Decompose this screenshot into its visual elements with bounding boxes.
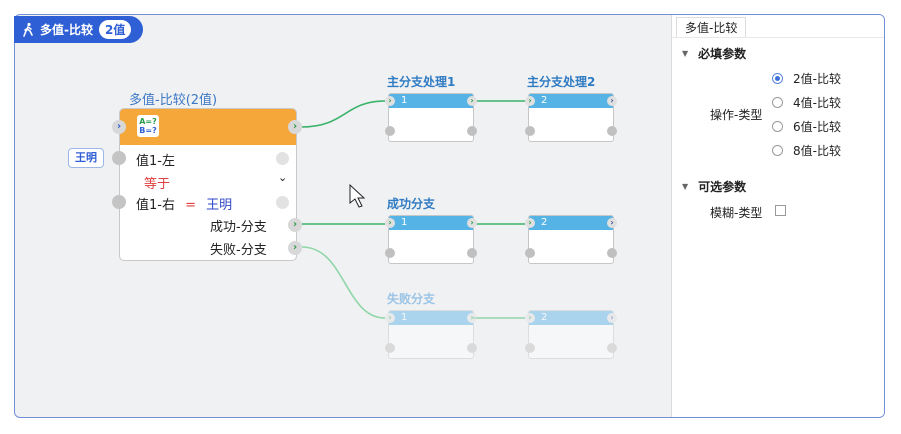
step-right-port[interactable]: [467, 343, 477, 353]
node-input-port[interactable]: ›: [112, 120, 126, 134]
node-output-port[interactable]: ›: [288, 120, 302, 134]
link-fail: [301, 246, 386, 319]
radio-selected-icon[interactable]: [772, 73, 783, 84]
fail-branch-title: 失败分支: [387, 292, 436, 306]
title-pill[interactable]: 多值-比较 2值: [14, 16, 143, 43]
operator-select[interactable]: 等于: [144, 177, 171, 192]
edit-right-icon[interactable]: [276, 196, 289, 209]
option-label: 2值-比较: [793, 72, 841, 86]
step-out-port[interactable]: ›: [607, 96, 617, 106]
step-left-port[interactable]: [385, 126, 395, 136]
icon-line-2: B=?: [139, 126, 157, 135]
compare-icon: A=? B=?: [137, 115, 159, 137]
compare-node[interactable]: A=? B=? › › 值1-左 等于 ⌄ 值1-右 = 王明 成功-分支 › …: [112, 108, 302, 261]
step-left-port[interactable]: [525, 343, 535, 353]
left-value-port[interactable]: [112, 151, 126, 165]
step-right-port[interactable]: [607, 126, 617, 136]
step-left-port[interactable]: [525, 126, 535, 136]
right-value-port[interactable]: [112, 195, 126, 209]
tab-compare[interactable]: 多值-比较: [676, 17, 747, 38]
right-value-label: 值1-右 = 王明: [136, 194, 232, 213]
left-value-label: 值1-左: [136, 154, 175, 169]
step-out-port[interactable]: ›: [467, 218, 477, 228]
value-tag[interactable]: 王明: [68, 148, 104, 168]
success-branch-title: 成功分支: [387, 197, 436, 211]
collapse-triangle-icon[interactable]: ▼: [682, 182, 689, 191]
step-right-port[interactable]: [607, 343, 617, 353]
collapse-triangle-icon[interactable]: ▼: [682, 49, 689, 58]
option-2[interactable]: 2值-比较: [772, 70, 841, 87]
step-in-port[interactable]: ›: [385, 96, 395, 106]
mouse-cursor: [349, 183, 366, 208]
fuzzy-type-label: 模糊-类型: [710, 206, 763, 220]
step-left-port[interactable]: [525, 248, 535, 258]
success-step-1[interactable]: 1 › ›: [385, 215, 477, 264]
required-section[interactable]: ▼ 必填参数: [682, 45, 746, 62]
fuzzy-type-checkbox[interactable]: [775, 205, 786, 216]
optional-title: 可选参数: [698, 180, 747, 194]
option-6[interactable]: 6值-比较: [772, 118, 841, 135]
step-in-port[interactable]: ›: [525, 218, 535, 228]
main-step-2[interactable]: 2 › ›: [525, 93, 617, 142]
step-number: 1: [389, 216, 473, 230]
radio-icon[interactable]: [772, 97, 783, 108]
step-in-port[interactable]: ›: [525, 96, 535, 106]
step-right-port[interactable]: [467, 248, 477, 258]
option-8[interactable]: 8值-比较: [772, 142, 841, 159]
fail-step-1[interactable]: 1 › ›: [385, 310, 477, 359]
main-branch-label: 主分支处理1: [387, 75, 456, 89]
success-branch-label: 成功-分支: [210, 220, 267, 235]
step-in-port[interactable]: ›: [385, 218, 395, 228]
step-out-port[interactable]: ›: [467, 96, 477, 106]
properties-panel: 多值-比较 ▼ 必填参数 操作-类型 2值-比较 4值-比较 6值-比较 8值-…: [671, 15, 884, 417]
step-number: 2: [529, 311, 613, 325]
flow-canvas[interactable]: 多值-比较(2值) A=? B=? › › 值1-左 等于 ⌄ 值1-右 = 王…: [15, 15, 671, 417]
radio-icon[interactable]: [772, 145, 783, 156]
connection-lines: [301, 100, 525, 319]
step-number: 1: [389, 311, 473, 325]
optional-section[interactable]: ▼ 可选参数: [682, 178, 746, 195]
icon-line-1: A=?: [139, 117, 157, 126]
step-number: 1: [389, 94, 473, 108]
step-left-port[interactable]: [385, 248, 395, 258]
step-out-port[interactable]: ›: [607, 218, 617, 228]
link-main: [301, 100, 386, 128]
main-step-1[interactable]: 1 › ›: [385, 93, 477, 142]
option-4[interactable]: 4值-比较: [772, 94, 841, 111]
option-label: 6值-比较: [793, 120, 841, 134]
step-in-port[interactable]: ›: [525, 313, 535, 323]
op-type-label: 操作-类型: [710, 108, 763, 122]
step-out-port[interactable]: ›: [467, 313, 477, 323]
equals-sign: =: [185, 198, 197, 213]
fail-branch-label: 失败-分支: [210, 243, 267, 258]
success-step-2[interactable]: 2 › ›: [525, 215, 617, 264]
required-title: 必填参数: [698, 47, 747, 61]
option-label: 4值-比较: [793, 96, 841, 110]
radio-icon[interactable]: [772, 121, 783, 132]
editor-frame: 多值-比较(2值) A=? B=? › › 值1-左 等于 ⌄ 值1-右 = 王…: [14, 14, 885, 418]
node-title: 多值-比较(2值): [129, 93, 218, 108]
step-right-port[interactable]: [467, 126, 477, 136]
header-badge: 2值: [98, 20, 132, 39]
node-header[interactable]: A=? B=?: [120, 109, 296, 145]
fail-step-2[interactable]: 2 › ›: [525, 310, 617, 359]
tab-divider: [672, 37, 884, 38]
option-label: 8值-比较: [793, 144, 841, 158]
walk-icon: [23, 22, 33, 37]
chevron-down-icon[interactable]: ⌄: [278, 171, 288, 184]
right-value-name: 值1-右: [136, 198, 175, 213]
edit-left-icon[interactable]: [276, 152, 289, 165]
header-title: 多值-比较: [40, 23, 93, 37]
step-number: 2: [529, 94, 613, 108]
step-number: 2: [529, 216, 613, 230]
step-right-port[interactable]: [607, 248, 617, 258]
step-out-port[interactable]: ›: [607, 313, 617, 323]
step-in-port[interactable]: ›: [385, 313, 395, 323]
success-port[interactable]: ›: [288, 218, 302, 232]
step-left-port[interactable]: [385, 343, 395, 353]
right-value-text: 王明: [206, 198, 233, 213]
fail-port[interactable]: ›: [288, 241, 302, 255]
main-branch-label-2: 主分支处理2: [527, 75, 596, 89]
